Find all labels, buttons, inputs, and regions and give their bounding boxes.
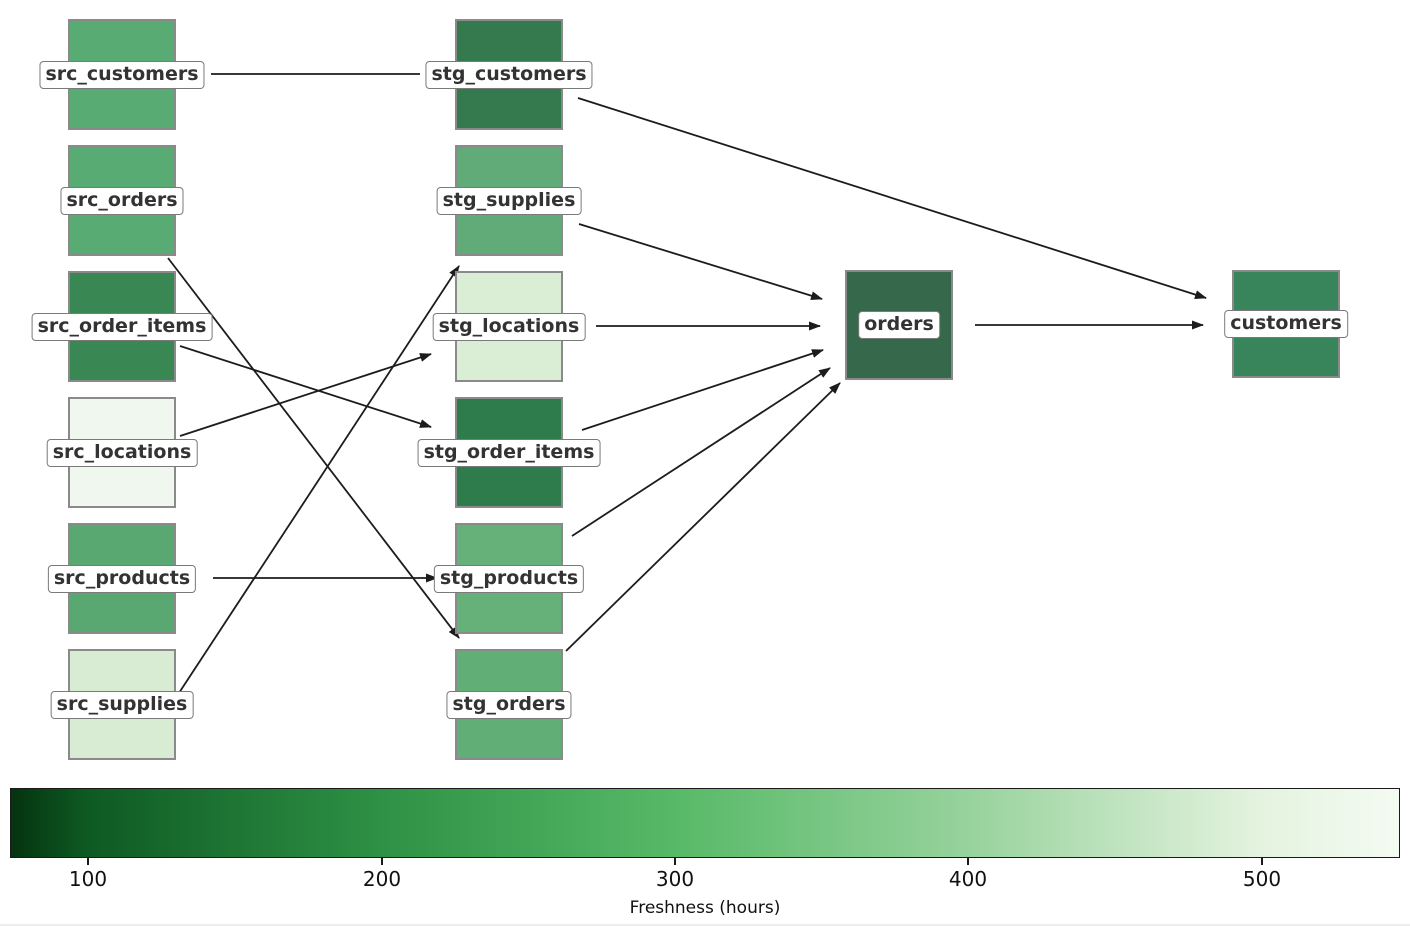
colorbar-tick-300 bbox=[674, 858, 676, 865]
colorbar-axis-label: Freshness (hours) bbox=[629, 898, 781, 918]
edge-stg_supplies-to-orders bbox=[578, 223, 823, 301]
colorbar-tick-label-200: 200 bbox=[362, 867, 402, 891]
edge-stg_orders-to-orders bbox=[565, 382, 841, 652]
colorbar-tick-label-300: 300 bbox=[655, 867, 695, 891]
node-label-stg_customers: stg_customers bbox=[425, 60, 593, 89]
edge-stg_products-to-orders bbox=[571, 367, 831, 537]
colorbar-tick-label-500: 500 bbox=[1242, 867, 1282, 891]
colorbar-tick-label-400: 400 bbox=[948, 867, 988, 891]
node-label-stg_products: stg_products bbox=[433, 564, 585, 593]
colorbar-tick-400 bbox=[967, 858, 969, 865]
edge-stg_customers-to-customers bbox=[577, 97, 1207, 299]
colorbar-tick-500 bbox=[1261, 858, 1263, 865]
node-label-stg_supplies: stg_supplies bbox=[436, 186, 582, 215]
node-label-customers: customers bbox=[1224, 310, 1348, 338]
node-label-stg_order_items: stg_order_items bbox=[417, 438, 601, 467]
edge-stg_order_items-to-orders bbox=[581, 349, 824, 431]
node-label-orders: orders bbox=[858, 311, 940, 339]
node-label-src_customers: src_customers bbox=[39, 60, 205, 89]
colorbar-tick-200 bbox=[381, 858, 383, 865]
node-label-src_supplies: src_supplies bbox=[50, 690, 194, 719]
colorbar-tick-label-100: 100 bbox=[68, 867, 108, 891]
node-label-stg_orders: stg_orders bbox=[446, 690, 572, 719]
freshness-colorbar bbox=[10, 788, 1400, 858]
node-label-src_order_items: src_order_items bbox=[31, 312, 213, 341]
node-label-src_products: src_products bbox=[47, 564, 197, 593]
edge-src_supplies-to-stg_supplies bbox=[176, 265, 460, 697]
colorbar-tick-100 bbox=[87, 858, 89, 865]
figure-bottom-edge bbox=[0, 924, 1410, 926]
edge-src_order_items-to-stg_order_items bbox=[179, 345, 432, 428]
node-label-src_locations: src_locations bbox=[46, 438, 198, 467]
edge-src_orders-to-stg_orders bbox=[167, 257, 460, 639]
node-label-stg_locations: stg_locations bbox=[432, 312, 586, 341]
node-label-src_orders: src_orders bbox=[60, 186, 184, 215]
edge-src_locations-to-stg_locations bbox=[179, 353, 432, 437]
